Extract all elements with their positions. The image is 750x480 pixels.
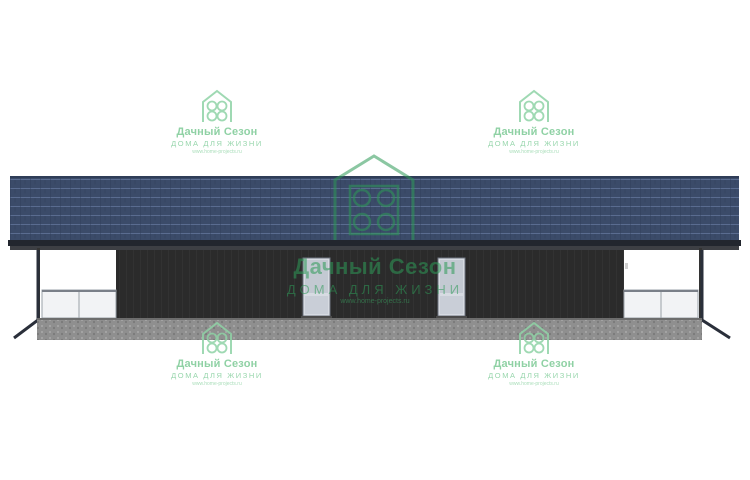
window-right: [436, 257, 467, 326]
watermark-logo-large: [333, 154, 415, 240]
watermark-tagline: ДОМА ДЛЯ ЖИЗНИ: [488, 371, 580, 380]
watermark-url: www.home-projects.ru: [192, 381, 242, 387]
plinth-top: [37, 318, 702, 320]
railing-right: [623, 289, 699, 319]
fascia: [8, 240, 741, 246]
watermark-url: www.home-projects.ru: [509, 381, 559, 387]
watermark-url: www.home-projects.ru: [192, 149, 242, 155]
watermark-brand: Дачный Сезон: [493, 358, 575, 370]
watermark-brand: Дачный Сезон: [176, 126, 258, 138]
watermark-top-right: Дачный Сезон ДОМА ДЛЯ ЖИЗНИ www.home-pro…: [464, 88, 604, 155]
house-logo-icon: [519, 89, 549, 122]
watermark-brand: Дачный Сезон: [176, 358, 258, 370]
downpipe-right: [700, 250, 731, 340]
watermark-tagline: ДОМА ДЛЯ ЖИЗНИ: [171, 371, 263, 380]
fascia-shadow: [10, 246, 739, 250]
watermark-tagline-large: ДОМА ДЛЯ ЖИЗНИ: [286, 282, 464, 297]
watermark-url: www.home-projects.ru: [509, 149, 559, 155]
watermark-brand-large: Дачный Сезон: [293, 254, 457, 279]
downpipe-left: [13, 250, 40, 340]
railing-left: [41, 289, 117, 319]
watermark-tagline: ДОМА ДЛЯ ЖИЗНИ: [488, 139, 580, 148]
watermark-bottom-right: Дачный Сезон ДОМА ДЛЯ ЖИЗНИ www.home-pro…: [464, 320, 604, 387]
house-logo-icon: [202, 89, 232, 122]
watermark-bottom-left: Дачный Сезон ДОМА ДЛЯ ЖИЗНИ www.home-pro…: [147, 320, 287, 387]
wall-lamp: [625, 263, 628, 269]
roof-edge: [10, 176, 739, 178]
house-logo-icon: [202, 321, 232, 354]
watermark-top-left: Дачный Сезон ДОМА ДЛЯ ЖИЗНИ www.home-pro…: [147, 88, 287, 155]
watermark-center: Дачный Сезон ДОМА ДЛЯ ЖИЗНИ www.home-pro…: [270, 254, 480, 305]
watermark-url-large: www.home-projects.ru: [340, 298, 410, 305]
watermark-tagline: ДОМА ДЛЯ ЖИЗНИ: [171, 139, 263, 148]
watermark-brand: Дачный Сезон: [493, 126, 575, 138]
house-logo-icon: [519, 321, 549, 354]
